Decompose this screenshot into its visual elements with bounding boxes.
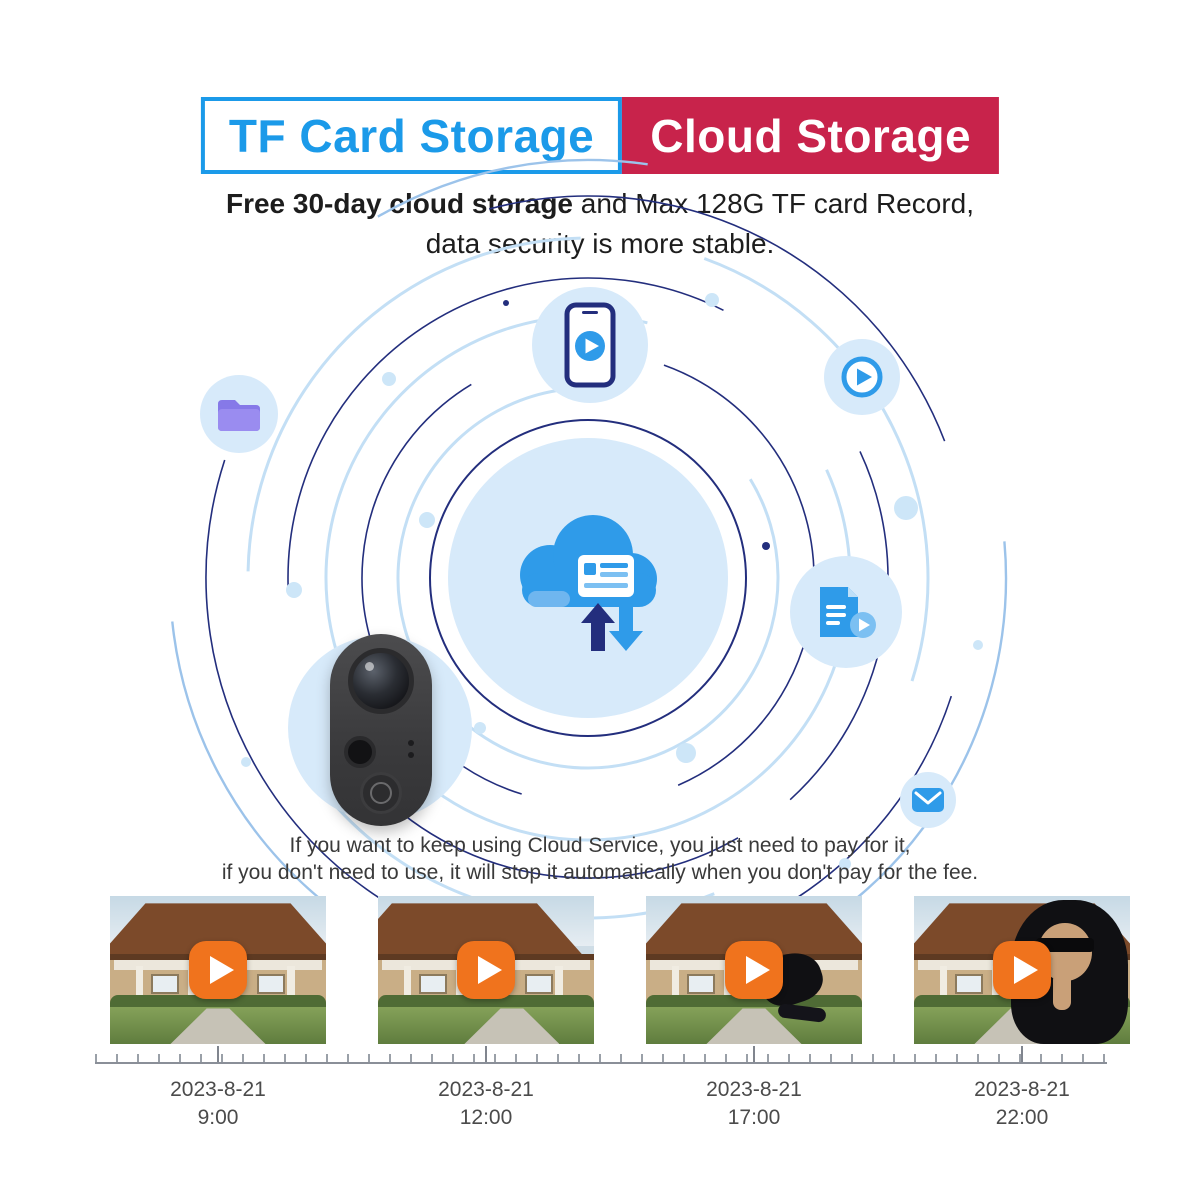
video-thumbnail[interactable] <box>646 896 862 1044</box>
sensor-lens-icon <box>344 736 376 768</box>
cloud-storage-hub <box>448 438 728 718</box>
play-circle-icon <box>841 356 883 398</box>
recording-thumbnails <box>110 896 1130 1044</box>
timeline-label: 2023-8-21 17:00 <box>664 1076 844 1133</box>
cloud-service-note-line2: if you don't need to use, it will stop i… <box>221 861 979 884</box>
phone-video-icon <box>564 302 616 388</box>
play-triangle-icon <box>477 956 502 984</box>
title-banner: TF Card Storage Cloud Storage <box>200 97 1000 174</box>
timeline-date: 2023-8-21 <box>974 1078 1070 1101</box>
sensor-dots <box>408 740 414 746</box>
timeline-axis <box>95 1062 1107 1064</box>
timeline-date: 2023-8-21 <box>170 1078 266 1101</box>
camera-lens-icon <box>348 648 414 714</box>
folder-node <box>200 375 278 453</box>
play-button[interactable] <box>725 941 783 999</box>
subtitle-rest: and Max 128G TF card Record, <box>573 188 974 219</box>
timeline-major-tick <box>485 1046 487 1062</box>
mail-node <box>900 772 956 828</box>
timeline-minor-ticks <box>95 1054 1107 1062</box>
timeline-date: 2023-8-21 <box>706 1078 802 1101</box>
subtitle-line1: Free 30-day cloud storage and Max 128G T… <box>0 188 1200 220</box>
video-thumbnail[interactable] <box>914 896 1130 1044</box>
cloud-service-note-line1: If you want to keep using Cloud Service,… <box>289 834 911 857</box>
play-button[interactable] <box>993 941 1051 999</box>
cloud-storage-title: Cloud Storage <box>622 97 1000 174</box>
play-triangle-icon <box>1013 956 1038 984</box>
video-thumbnail[interactable] <box>378 896 594 1044</box>
timeline-time: 12:00 <box>459 1106 513 1130</box>
play-triangle-icon <box>209 956 234 984</box>
play-button[interactable] <box>457 941 515 999</box>
play-triangle-icon <box>745 956 770 984</box>
video-thumbnail[interactable] <box>110 896 326 1044</box>
play-button[interactable] <box>189 941 247 999</box>
cloud-upload-download-icon <box>520 515 657 651</box>
timeline-date: 2023-8-21 <box>438 1078 534 1101</box>
timeline-label: 2023-8-21 22:00 <box>932 1076 1112 1133</box>
timeline-time: 9:00 <box>197 1106 239 1130</box>
timeline-label: 2023-8-21 12:00 <box>396 1076 576 1133</box>
timeline-major-tick <box>1021 1046 1023 1062</box>
timeline-major-tick <box>217 1046 219 1062</box>
video-file-node <box>790 556 902 668</box>
timeline-major-tick <box>753 1046 755 1062</box>
timeline-time: 17:00 <box>727 1106 781 1130</box>
decorative-dots <box>241 293 983 870</box>
tf-card-storage-title: TF Card Storage <box>200 97 623 174</box>
doorbell-camera-product <box>330 634 432 826</box>
phone-video-node <box>532 287 648 403</box>
play-node <box>824 339 900 415</box>
doorbell-button-icon <box>360 772 402 814</box>
timeline-label: 2023-8-21 9:00 <box>128 1076 308 1133</box>
video-file-icon <box>820 587 876 638</box>
mail-icon <box>912 788 944 812</box>
timeline-time: 22:00 <box>995 1106 1049 1130</box>
folder-icon <box>218 400 260 431</box>
